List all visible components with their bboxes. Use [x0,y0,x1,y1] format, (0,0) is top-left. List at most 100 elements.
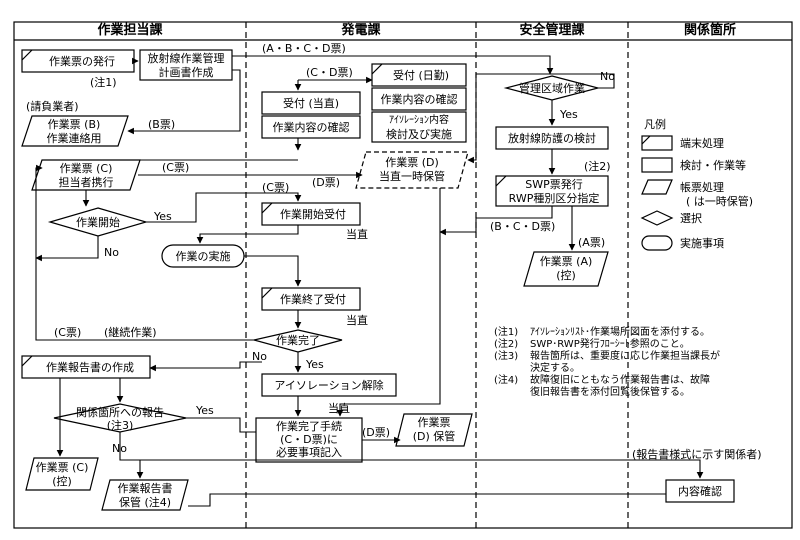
bcd-tickets-label: (B・C・D票) [490,220,556,233]
ticket-a-label-1: 作業票 (A) [539,255,593,268]
note-4-text-2: 復旧報告書を添付回覧後保管する。 [530,387,690,398]
ticket-d-keep-label-1: 作業票 [417,416,451,429]
report-q-label-2: (注3) [106,419,134,432]
b-ticket-label: (B票) [148,118,176,131]
note-4-text-1: 故障復旧にともなう作業報告書は、故障 [530,375,710,386]
no-label-1: No [104,246,119,259]
yes-label-1: Yes [154,210,172,223]
note1-mark: (注1) [90,76,117,89]
report-make-label: 作業報告書の作成 [46,361,134,374]
rad-plan-box [139,49,233,81]
ticket-c-label-2: 担当者携行 [58,176,114,189]
c-ticket-label-1: (C票) [162,161,190,174]
confirm-content-day-box [371,87,467,111]
ticket-d-temp-label-2: 当直一時保管 [379,170,445,183]
note-1-text: ｱｲｿﾚｰｼｮﾝﾘｽﾄ･作業場所図面を添付する。 [530,327,710,338]
c-ticket-label-3: (C票) [54,326,82,339]
ticket-c-copy-shape [25,457,99,491]
content-confirm-label: 内容確認 [678,485,722,498]
rad-protect-label: 放射線防護の検討 [508,132,596,145]
legend-process: 検討・作業等 [680,159,746,172]
ticket-c-copy-label-2: (控) [52,475,72,488]
ticket-b-label-1: 作業票 (B) [47,118,101,131]
d-ticket-label-1: (D票) [312,176,341,189]
note-3-text-2: 決定する。 [530,363,580,374]
issue-ticket-label: 作業票の発行 [49,55,115,68]
ticket-d-temp-shape [355,151,469,189]
work-start-label: 作業開始 [76,216,120,229]
work-exec-label: 作業の実施 [175,250,231,263]
yes-label-2: Yes [306,358,324,371]
note-1-mark: (注1) [494,327,519,338]
report-format-label: (報告書様式に示す関係者) [632,448,762,461]
note-3-mark: (注3) [494,351,519,362]
report-keep-label-2: 保管 (注4) [118,496,172,509]
ticket-c-label-1: 作業票 (C) [59,162,113,175]
lane-header-work: 作業担当課 [97,23,163,38]
complete-proc-label-2: (C・D票)に [280,433,338,446]
confirm-content-shift-label: 作業内容の確認 [272,121,350,134]
on-duty-label-3: 当直 [328,402,350,415]
abcd-tickets-label: (A・B・C・D票) [262,42,346,55]
isolation-release-box [261,373,397,397]
start-accept-box [261,202,361,226]
isolation-release-label: アイソレーション解除 [274,379,384,392]
confirm-content-day-label: 作業内容の確認 [380,93,458,106]
ticket-d-keep-shape [395,413,473,447]
lane-header-related: 関係箇所 [683,23,736,38]
note-2-mark: (注2) [494,339,519,350]
contractor-label: (請負業者) [26,100,79,113]
receive-shift-label: 受付 (当直) [282,97,340,110]
complete-proc-label-1: 作業完了手続 [276,420,342,433]
note-2-text: SWP･RWP発行ﾌﾛｰｼｰﾄ参照のこと。 [530,339,690,350]
end-accept-label: 作業終了受付 [280,293,346,306]
report-keep-shape [101,479,189,511]
rad-plan-label-1: 放射線作業管理 [147,52,225,65]
ticket-b-shape [21,115,129,147]
complete-proc-label-3: 必要事項記入 [276,446,342,459]
on-duty-label-2: 当直 [346,314,368,327]
legend-form-temp: ( は一時保管) [686,195,754,208]
note-4-mark: (注4) [494,375,519,386]
start-accept-label: 作業開始受付 [280,208,346,221]
c-ticket-label-2: (C票) [262,181,290,194]
legend-terminal: 端末処理 [680,137,724,150]
a-ticket-label: (A票) [578,236,606,249]
work-done-label: 作業完了 [276,334,320,347]
swp-rwp-label-1: SWP票発行 [525,178,583,191]
legend-form: 帳票処理 [680,181,724,194]
lane-header-safety: 安全管理課 [519,23,585,38]
isolation-review-label-1: ｱｲｿﾚｰｼｮﾝ内容 [389,115,449,126]
frame [13,21,793,529]
report-q-label-1: 関係箇所への報告 [76,406,164,419]
ticket-c-shape [31,159,141,191]
ticket-a-shape [523,251,609,287]
report-keep-label-1: 作業報告書 [117,482,173,495]
legend-exec: 実施事項 [680,237,724,250]
isolation-review-box [371,111,467,143]
rad-plan-label-2: 計画書作成 [158,66,214,79]
continue-work-label: (継続作業) [104,326,157,339]
cd-tickets-label: (C・D票) [306,66,353,79]
controlled-area-label: 管理区域作業 [519,82,585,95]
yes-label-4: Yes [560,108,578,121]
content-confirm-box [665,479,735,503]
confirm-content-shift-box [261,115,361,139]
isolation-review-label-2: 検討及び実施 [386,128,452,141]
legend-select: 選択 [680,212,702,225]
yes-label-3: Yes [196,404,214,417]
on-duty-label-1: 当直 [346,228,368,241]
ticket-b-label-2: 作業連絡用 [46,132,102,145]
no-label-2: No [252,350,267,363]
ticket-d-temp-label-1: 作業票 (D) [385,156,439,169]
ticket-a-label-2: (控) [556,269,576,282]
d-ticket-label-2: (D票) [362,426,391,439]
end-accept-box [261,287,361,311]
note2-mark: (注2) [584,160,611,173]
receive-shift-box [261,91,361,115]
receive-day-box [371,63,467,87]
receive-day-label: 受付 (日勤) [392,69,450,82]
ticket-c-copy-label-1: 作業票 (C) [35,461,89,474]
